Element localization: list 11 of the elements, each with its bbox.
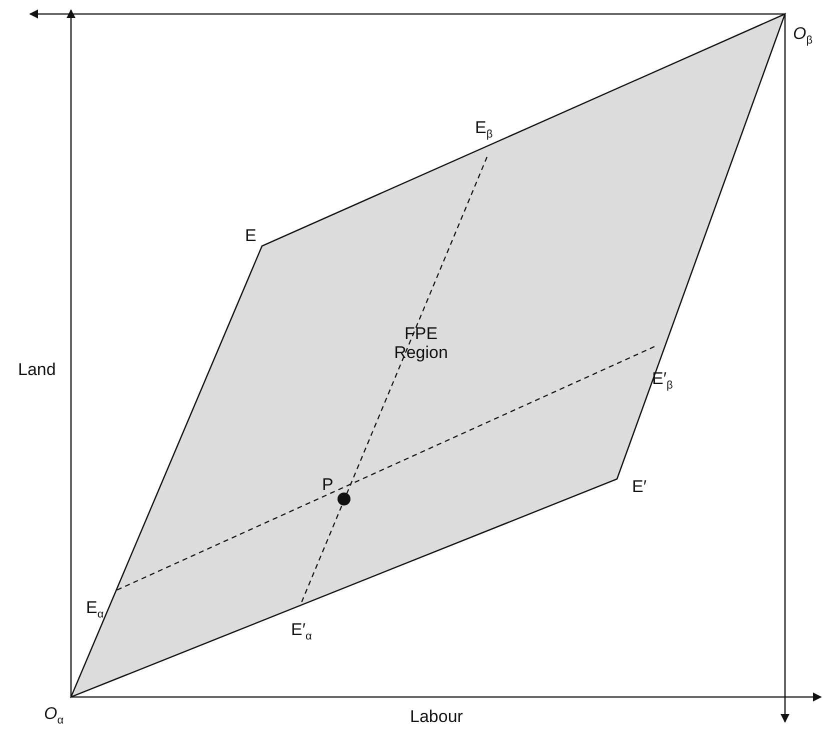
point-label: E′$_{α}$: [291, 621, 312, 642]
point-label: E$_{α}$: [86, 599, 104, 620]
point-label: E$_{β}$: [475, 119, 493, 140]
region-label: FPE Region: [393, 325, 449, 362]
axis-label: Land: [18, 361, 56, 380]
origin-label: O$_{β}$: [793, 25, 813, 46]
point-label: E: [245, 227, 256, 246]
axis-label: Labour: [410, 708, 463, 727]
origin-label: O$_{α}$: [44, 705, 64, 726]
point-label: P: [322, 476, 334, 495]
point-label: E′: [632, 478, 647, 497]
